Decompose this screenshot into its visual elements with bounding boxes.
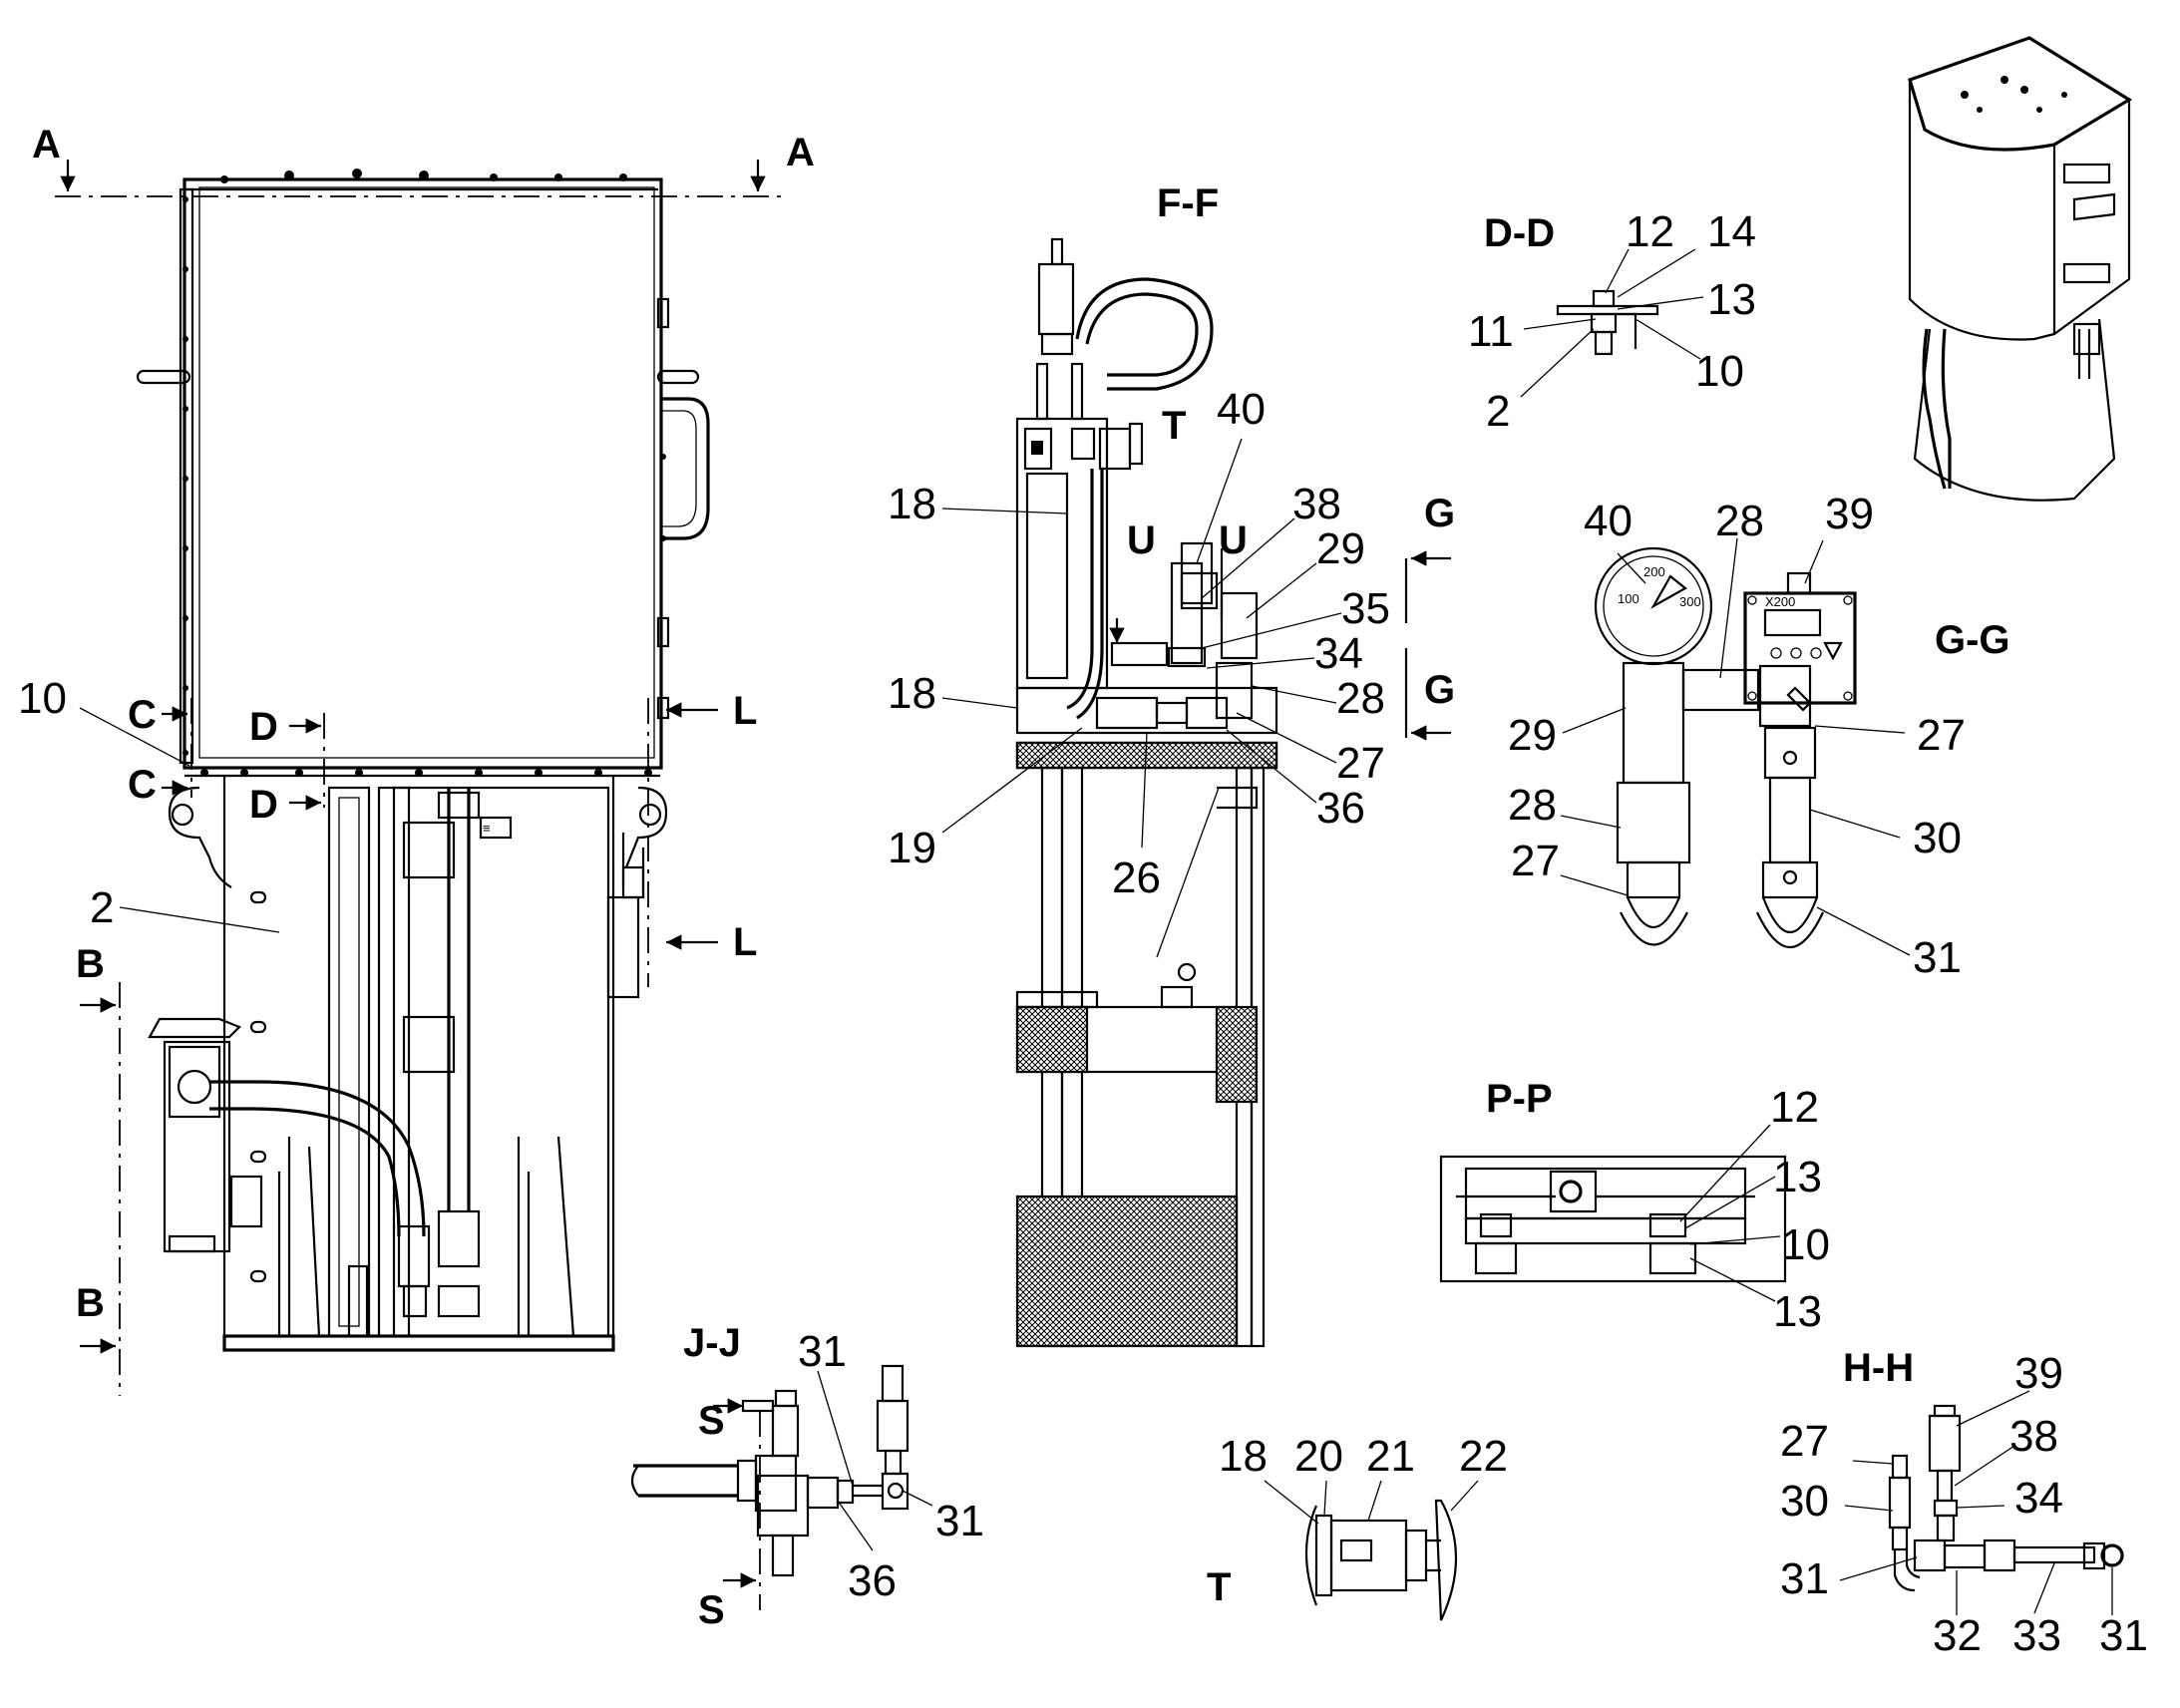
section-l-bottom-label: L <box>733 920 757 964</box>
section-gg-view: G-G 100 200 300 X2 <box>1508 490 2010 982</box>
filter-icon <box>148 1017 241 1039</box>
callout-dd-14: 14 <box>1707 207 1756 256</box>
callout-ff-19: 19 <box>888 824 936 872</box>
callout-t-21: 21 <box>1366 1432 1415 1481</box>
section-pp-view: P-P 12 13 10 13 <box>1439 1077 1830 1336</box>
section-d-bottom-label: D <box>249 783 278 827</box>
callout-2: 2 <box>90 883 114 932</box>
main-elevation-view: A A <box>18 123 815 1396</box>
callout-hh-32: 32 <box>1933 1611 1982 1660</box>
callout-t-20: 20 <box>1294 1432 1343 1481</box>
isometric-tank-icon <box>1908 36 2133 502</box>
section-dd-title: D-D <box>1484 211 1555 255</box>
callout-hh-31a: 31 <box>1780 1554 1829 1603</box>
section-g-top-label: G <box>1424 492 1455 535</box>
section-s-top-label: S <box>698 1399 725 1443</box>
section-g-bottom-label: G <box>1424 668 1455 712</box>
callout-ff-34: 34 <box>1314 629 1363 678</box>
callout-ff-38: 38 <box>1292 480 1341 528</box>
section-hh-view: H-H 39 27 38 30 34 31 32 33 <box>1780 1346 2148 1660</box>
callout-hh-30: 30 <box>1780 1477 1829 1526</box>
section-t-detail-label: T <box>1207 1565 1231 1609</box>
svg-text:200: 200 <box>1643 564 1665 579</box>
svg-text:X200: X200 <box>1765 594 1795 609</box>
callout-pp-13a: 13 <box>1773 1153 1822 1201</box>
hose-icon <box>209 1080 426 1237</box>
callout-ff-28: 28 <box>1336 674 1385 723</box>
callout-ff-40: 40 <box>1217 385 1266 434</box>
callout-pp-10: 10 <box>1781 1220 1830 1269</box>
callout-jj-36: 36 <box>848 1556 897 1605</box>
section-jj-view: J-J S S 31 31 36 <box>630 1321 984 1632</box>
section-b-top-label: B <box>76 942 105 986</box>
section-dd-detail: D-D 12 14 13 11 10 2 <box>1468 207 1756 436</box>
callout-hh-39: 39 <box>2014 1349 2063 1398</box>
callout-gg-28b: 28 <box>1508 781 1557 830</box>
callout-dd-12: 12 <box>1626 207 1674 256</box>
section-s-bottom-label: S <box>698 1588 725 1632</box>
callout-dd-2: 2 <box>1486 387 1510 436</box>
callout-hh-38: 38 <box>2009 1412 2058 1461</box>
handle-icon <box>661 397 710 540</box>
pressure-gauge-icon: 100 200 300 <box>1594 546 1713 666</box>
section-ff-title: F-F <box>1157 181 1219 225</box>
callout-gg-40: 40 <box>1584 497 1633 545</box>
section-t-detail: T 18 20 21 22 <box>1207 1432 1508 1621</box>
callout-gg-30: 30 <box>1913 814 1962 862</box>
section-d-top-label: D <box>249 705 278 749</box>
callout-dd-10: 10 <box>1695 347 1744 396</box>
callout-ff-27: 27 <box>1336 739 1385 788</box>
section-a-right-label: A <box>786 131 815 174</box>
section-b-bottom-label: B <box>76 1281 105 1325</box>
callout-hh-34: 34 <box>2014 1474 2063 1523</box>
callout-gg-31: 31 <box>1913 933 1962 982</box>
section-gg-title: G-G <box>1935 618 2010 662</box>
section-a-left-label: A <box>32 123 61 167</box>
svg-text:300: 300 <box>1679 594 1701 609</box>
callout-gg-27b: 27 <box>1511 837 1560 885</box>
section-pp-title: P-P <box>1486 1077 1553 1121</box>
callout-gg-29: 29 <box>1508 711 1557 760</box>
callout-jj-31a: 31 <box>798 1327 847 1376</box>
callout-ff-18b: 18 <box>888 669 936 718</box>
callout-gg-27a: 27 <box>1917 711 1966 760</box>
section-u-left-label: U <box>1127 518 1156 562</box>
callout-t-18: 18 <box>1219 1432 1268 1481</box>
digital-display-icon: X200 <box>1743 571 1857 705</box>
section-u-right-label: U <box>1219 518 1248 562</box>
section-c-bottom-label: C <box>128 763 157 807</box>
callout-hh-27: 27 <box>1780 1417 1829 1466</box>
callout-ff-35: 35 <box>1341 584 1390 633</box>
callout-ff-36: 36 <box>1316 784 1365 833</box>
section-c-top-label: C <box>128 693 157 737</box>
callout-gg-39: 39 <box>1825 490 1874 538</box>
section-t-ff-label: T <box>1162 404 1186 448</box>
callout-jj-31b: 31 <box>935 1497 984 1545</box>
section-jj-title: J-J <box>683 1321 741 1365</box>
callout-dd-13: 13 <box>1707 275 1756 324</box>
callout-10: 10 <box>18 674 67 723</box>
callout-pp-12: 12 <box>1770 1083 1819 1132</box>
callout-hh-31b: 31 <box>2099 1611 2148 1660</box>
svg-text:100: 100 <box>1618 591 1639 606</box>
callout-ff-18a: 18 <box>888 480 936 528</box>
callout-t-22: 22 <box>1459 1432 1508 1481</box>
section-l-top-label: L <box>733 689 757 733</box>
svg-text:≡: ≡ <box>483 821 491 836</box>
callout-ff-26: 26 <box>1112 854 1161 902</box>
section-ff-view: F-F T U U <box>888 181 1455 1348</box>
callout-pp-13b: 13 <box>1773 1287 1822 1336</box>
section-hh-title: H-H <box>1843 1346 1914 1390</box>
callout-gg-28a: 28 <box>1715 497 1764 545</box>
callout-ff-29: 29 <box>1316 524 1365 573</box>
cabinet-body <box>182 177 663 770</box>
callout-hh-33: 33 <box>2012 1611 2061 1660</box>
callout-dd-11: 11 <box>1468 307 1514 356</box>
base-plate <box>222 1334 615 1352</box>
